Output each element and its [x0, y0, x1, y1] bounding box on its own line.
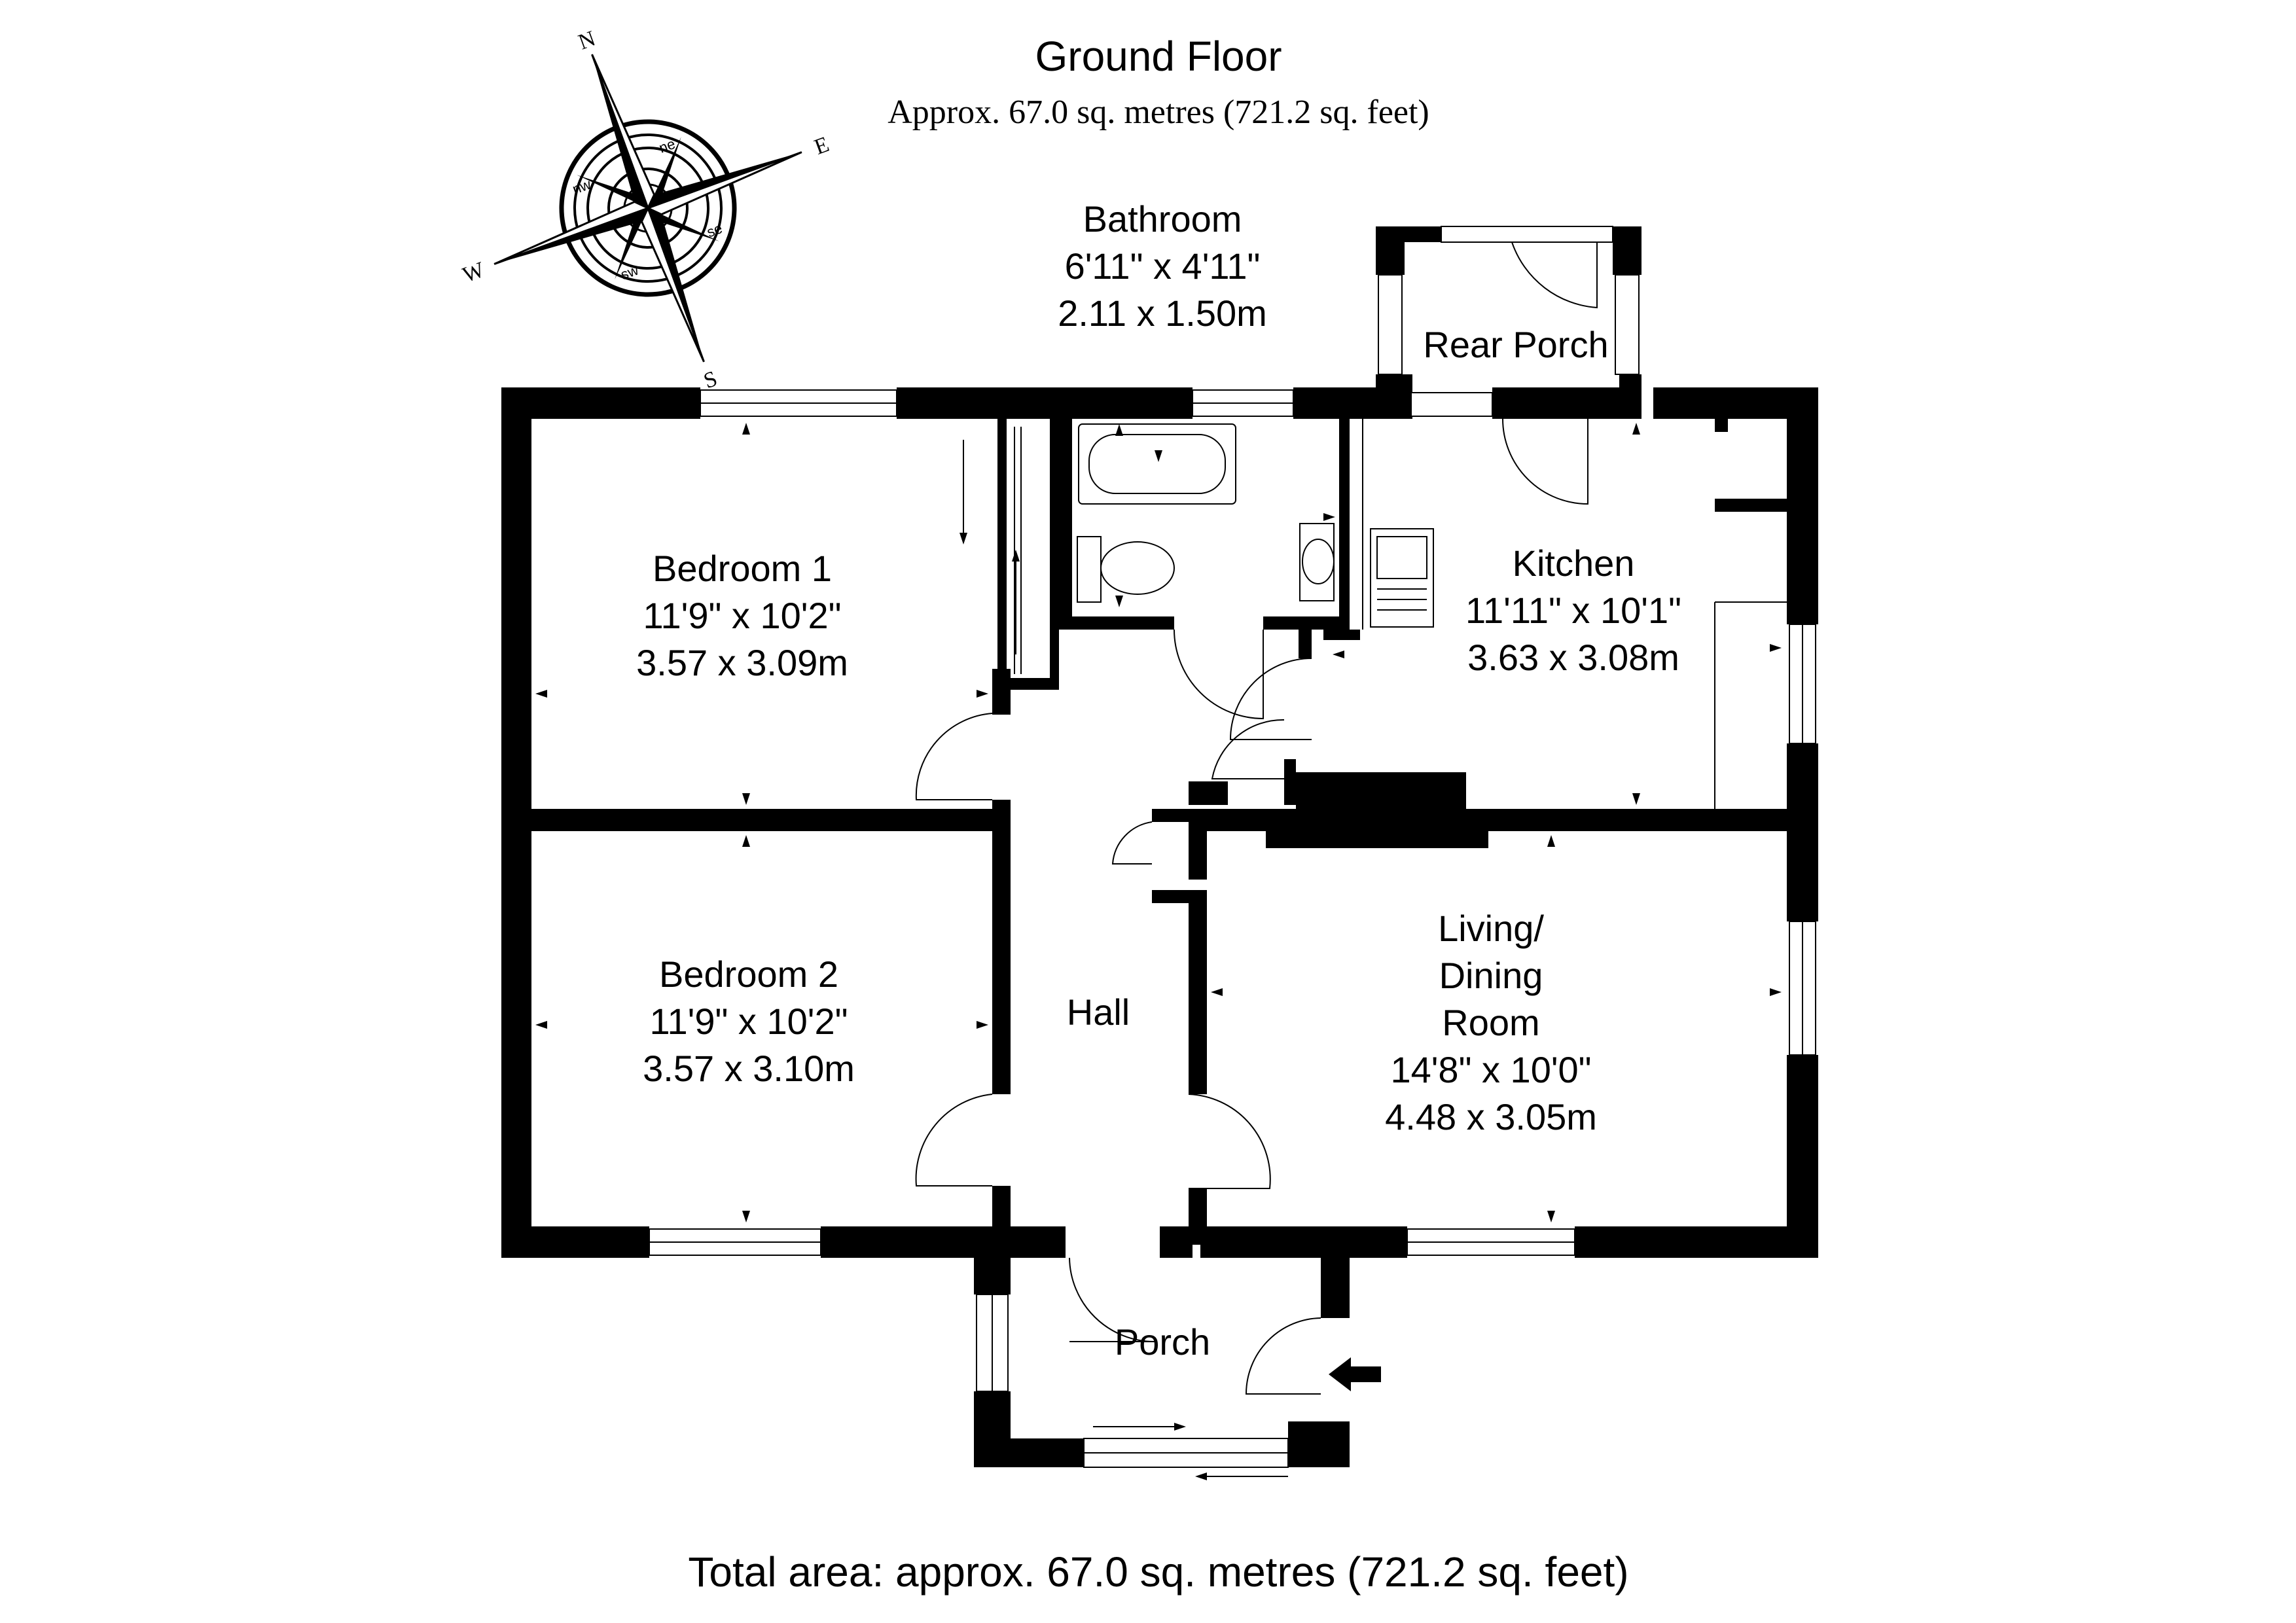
room-imperial: 11'11" x 10'1"	[1465, 590, 1681, 631]
compass-label-w: W	[459, 257, 488, 287]
walls	[501, 226, 1818, 1467]
room-living-label: Living/ Dining Room 14'8" x 10'0" 4.48 x…	[1385, 908, 1597, 1137]
fixtures	[1014, 419, 1787, 809]
compass-label-e: E	[811, 132, 832, 160]
room-imperial: 11'9" x 10'2"	[650, 1001, 848, 1042]
room-metric: 2.11 x 1.50m	[1058, 293, 1267, 334]
room-bedroom1-label: Bedroom 1 11'9" x 10'2" 3.57 x 3.09m	[636, 548, 848, 683]
room-rear-porch-label: Rear Porch	[1423, 324, 1608, 365]
entrance-arrow-icon	[1329, 1357, 1381, 1391]
room-name: Bedroom 2	[659, 954, 838, 995]
room-imperial: 11'9" x 10'2"	[643, 595, 842, 636]
room-bedroom2-label: Bedroom 2 11'9" x 10'2" 3.57 x 3.10m	[643, 954, 855, 1089]
compass-rose-icon: N E S W ne se sw nw	[459, 26, 832, 393]
windows	[649, 226, 1816, 1468]
room-imperial: 6'11" x 4'11"	[1065, 245, 1261, 287]
room-name-line1: Living/	[1438, 908, 1544, 949]
room-metric: 3.57 x 3.10m	[643, 1048, 855, 1089]
room-name: Kitchen	[1513, 543, 1635, 584]
room-porch-label: Porch	[1115, 1321, 1210, 1363]
kitchen-sink-icon	[1370, 528, 1434, 628]
floor-area-subtitle: Approx. 67.0 sq. metres (721.2 sq. feet)	[888, 94, 1429, 131]
room-kitchen-label: Kitchen 11'11" x 10'1" 3.63 x 3.08m	[1465, 543, 1681, 678]
door-swings	[915, 241, 1598, 1395]
room-bathroom-label: Bathroom 6'11" x 4'11" 2.11 x 1.50m	[1058, 198, 1267, 334]
room-name-line2: Dining	[1439, 955, 1543, 996]
washbasin-icon	[1299, 523, 1335, 601]
room-name-line3: Room	[1442, 1002, 1539, 1043]
toilet-icon	[1077, 536, 1175, 603]
compass-label-n: N	[575, 26, 599, 54]
floor-title: Ground Floor	[1035, 33, 1282, 80]
room-metric: 4.48 x 3.05m	[1385, 1096, 1597, 1137]
room-metric: 3.63 x 3.08m	[1467, 637, 1679, 678]
room-name: Bathroom	[1083, 198, 1242, 240]
room-name: Bedroom 1	[653, 548, 832, 589]
room-metric: 3.57 x 3.09m	[636, 642, 848, 683]
bathtub-icon	[1078, 423, 1236, 505]
room-imperial: 14'8" x 10'0"	[1390, 1049, 1591, 1090]
dimension-arrows	[535, 423, 1782, 1480]
room-hall-label: Hall	[1067, 991, 1130, 1033]
total-area-footer: Total area: approx. 67.0 sq. metres (721…	[688, 1548, 1628, 1596]
